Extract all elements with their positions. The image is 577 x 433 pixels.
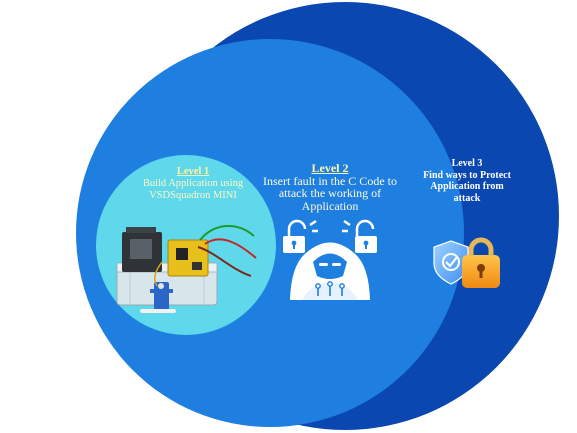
shield-check-padlock-icon [433,237,500,288]
level3-label: Level 3 Find ways to Protect Application… [420,158,514,204]
level1-description: Build Application using VSDSquadron MINI [142,178,244,201]
unlocked-padlock-icon [283,219,318,253]
level1-heading: Level 1 [176,166,210,177]
level2-label: Level 2 Insert fault in the C Code to at… [254,162,406,212]
level3-heading: Level 3 [451,158,483,169]
level1-label: Level 1 Build Application using VSDSquad… [118,166,268,202]
level2-heading: Level 2 [311,161,349,175]
level2-description: Insert fault in the C Code to attack the… [263,173,397,213]
level3-description: Find ways to Protect Application from at… [423,169,511,204]
hooded-hacker-icon [290,242,370,300]
unlocked-padlock-icon [342,219,377,253]
esp32-servo-breadboard-photo [116,224,257,313]
